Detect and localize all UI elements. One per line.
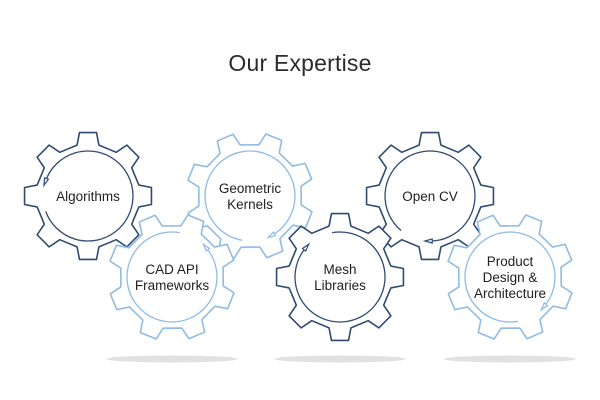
gear-inner-arc	[204, 150, 296, 241]
arrowhead-icon	[266, 231, 277, 239]
gear-open-cv: Open CV	[365, 131, 495, 261]
gear-label-line: Product	[487, 254, 534, 269]
arrowhead-icon	[301, 242, 311, 253]
gear-inner-arc	[45, 150, 134, 242]
gear-label-line: CAD API	[145, 262, 198, 277]
gear-outline	[447, 214, 573, 340]
gear-label-line: Algorithms	[56, 189, 120, 204]
gear-inner-arc	[384, 150, 476, 242]
arrowhead-icon	[201, 242, 211, 253]
gear-shadow	[106, 355, 238, 363]
gear-shadow	[274, 355, 406, 363]
gear-shadow	[444, 355, 576, 363]
gear-outline	[187, 133, 313, 259]
gear-label-line: Libraries	[314, 278, 366, 293]
arrowhead-icon	[43, 177, 50, 188]
page-title: Our Expertise	[228, 50, 372, 76]
gear-label-line: Mesh	[323, 262, 356, 277]
gear-label-line: Open CV	[402, 189, 458, 204]
gear-inner-arc	[294, 231, 386, 323]
gear-inner-arc	[126, 231, 218, 323]
arrowhead-icon	[422, 238, 433, 244]
gear-algorithms: Algorithms	[23, 131, 153, 261]
arrowhead-icon	[539, 301, 549, 312]
gear-label-line: Kernels	[227, 197, 273, 212]
gear-inner-arc	[464, 231, 556, 323]
gear-label-line: Geometric	[219, 181, 282, 196]
gear-outline	[109, 214, 235, 340]
gear-label-line: Frameworks	[135, 278, 210, 293]
gear-label-line: Design &	[483, 270, 538, 285]
gear-label-line: Architecture	[474, 286, 546, 301]
